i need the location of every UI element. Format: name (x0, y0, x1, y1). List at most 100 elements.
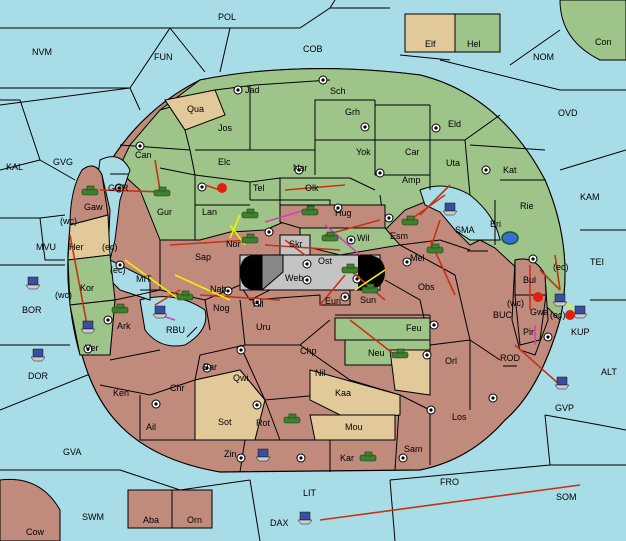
label-uru: Uru (256, 322, 271, 332)
web-left-end (240, 255, 262, 290)
label-lit: LIT (303, 488, 317, 498)
label-orl: Orl (445, 356, 457, 366)
label-sch: Sch (330, 86, 346, 96)
label-ost: Ost (318, 256, 333, 266)
label-rie: Rie (520, 201, 534, 211)
label-hel: Hel (467, 39, 481, 49)
label-amp: Amp (402, 175, 421, 185)
label-mit: MIT (136, 274, 152, 284)
label-los: Los (452, 412, 467, 422)
label-gor: GOR (108, 183, 129, 193)
label-bri: Bri (490, 219, 501, 229)
label-nab: Nab (210, 284, 227, 294)
land-sot[interactable] (194, 369, 266, 441)
label-ail: Ail (146, 422, 156, 432)
label-ver: Ver (85, 343, 99, 353)
dislodge-markers (217, 183, 575, 320)
convoy-links (110, 173, 517, 367)
land-mou[interactable] (309, 414, 396, 441)
label-tei: TEI (590, 257, 604, 267)
label-elc: Elc (218, 157, 231, 167)
label-sap: Sap (195, 252, 211, 262)
label-hug: Hug (335, 208, 352, 218)
label-gvg: GVG (53, 157, 73, 167)
bri-special-marker (501, 231, 519, 245)
label-wc-gwa: (wc) (507, 298, 524, 308)
label-nog: Nog (213, 303, 230, 313)
label-rbu: RBU (166, 325, 185, 335)
label-elf: Elf (425, 39, 436, 49)
label-orn: Orn (187, 515, 202, 525)
land-con[interactable] (559, 0, 626, 61)
label-alt: ALT (601, 367, 617, 377)
label-grh: Grh (345, 107, 360, 117)
label-kup: KUP (571, 327, 590, 337)
label-cob: COB (303, 44, 323, 54)
label-sun: Sun (360, 295, 376, 305)
label-fro: FRO (440, 477, 459, 487)
label-hil: Hil (253, 299, 264, 309)
label-qua: Qua (187, 104, 204, 114)
label-wil: Wil (357, 233, 370, 243)
land-orl-tan[interactable] (389, 349, 431, 396)
label-tel: Tel (253, 183, 265, 193)
fleets (25, 202, 588, 525)
label-can: Can (135, 150, 152, 160)
label-skr: Skr (289, 239, 303, 249)
label-uta: Uta (446, 158, 460, 168)
label-esm: Esm (390, 231, 408, 241)
web-right-end (358, 255, 385, 290)
label-ec-her: (ec) (102, 242, 118, 252)
label-ark: Ark (117, 321, 131, 331)
web-dark-part (261, 254, 284, 292)
label-kal: KAL (6, 162, 23, 172)
label-yok: Yok (356, 147, 371, 157)
label-pir: Pir (523, 327, 534, 337)
label-dor: DOR (28, 371, 49, 381)
label-aba: Aba (143, 515, 159, 525)
label-bor: BOR (22, 305, 42, 315)
label-neu: Neu (368, 348, 385, 358)
label-ec-bul: (ec) (553, 262, 569, 272)
label-gur: Gur (157, 207, 172, 217)
label-chp: Chp (300, 346, 317, 356)
label-qwi: Qwi (233, 373, 249, 383)
label-zin: Zin (224, 449, 237, 459)
label-ken: Ken (113, 388, 129, 398)
label-feu: Feu (406, 323, 422, 333)
label-olk: Olk (305, 183, 319, 193)
label-kam: KAM (580, 192, 600, 202)
label-jos: Jos (218, 123, 233, 133)
label-wc-kor: (wc) (55, 290, 72, 300)
label-ec-kor: (ec) (110, 265, 126, 275)
label-buc: BUC (493, 310, 513, 320)
label-kaa: Kaa (335, 388, 351, 398)
land-qua[interactable] (164, 89, 226, 131)
label-som: SOM (556, 492, 577, 502)
label-her: Her (69, 242, 84, 252)
land-elf[interactable] (404, 13, 456, 53)
land-hel[interactable] (454, 13, 501, 53)
label-web: Web (285, 273, 303, 283)
land-cow[interactable] (0, 478, 61, 541)
label-mvu: MVU (36, 242, 56, 252)
label-kor: Kor (80, 283, 94, 293)
label-nar: Nar (293, 163, 308, 173)
label-nvm: NVM (32, 47, 52, 57)
label-sma: SMA (455, 225, 475, 235)
label-nil: Nil (315, 368, 326, 378)
label-sam: Sam (404, 444, 423, 454)
land-aba[interactable] (127, 489, 173, 529)
land-hug[interactable] (279, 204, 386, 229)
land-skr[interactable] (279, 234, 311, 256)
label-chr: Chr (170, 383, 185, 393)
land-orn[interactable] (171, 489, 213, 529)
label-cow: Cow (26, 527, 45, 537)
label-eld: Eld (448, 119, 461, 129)
label-gva: GVA (63, 447, 81, 457)
label-swm: SWM (82, 512, 104, 522)
label-rot: Rot (256, 418, 271, 428)
label-eun: Eun (325, 296, 341, 306)
